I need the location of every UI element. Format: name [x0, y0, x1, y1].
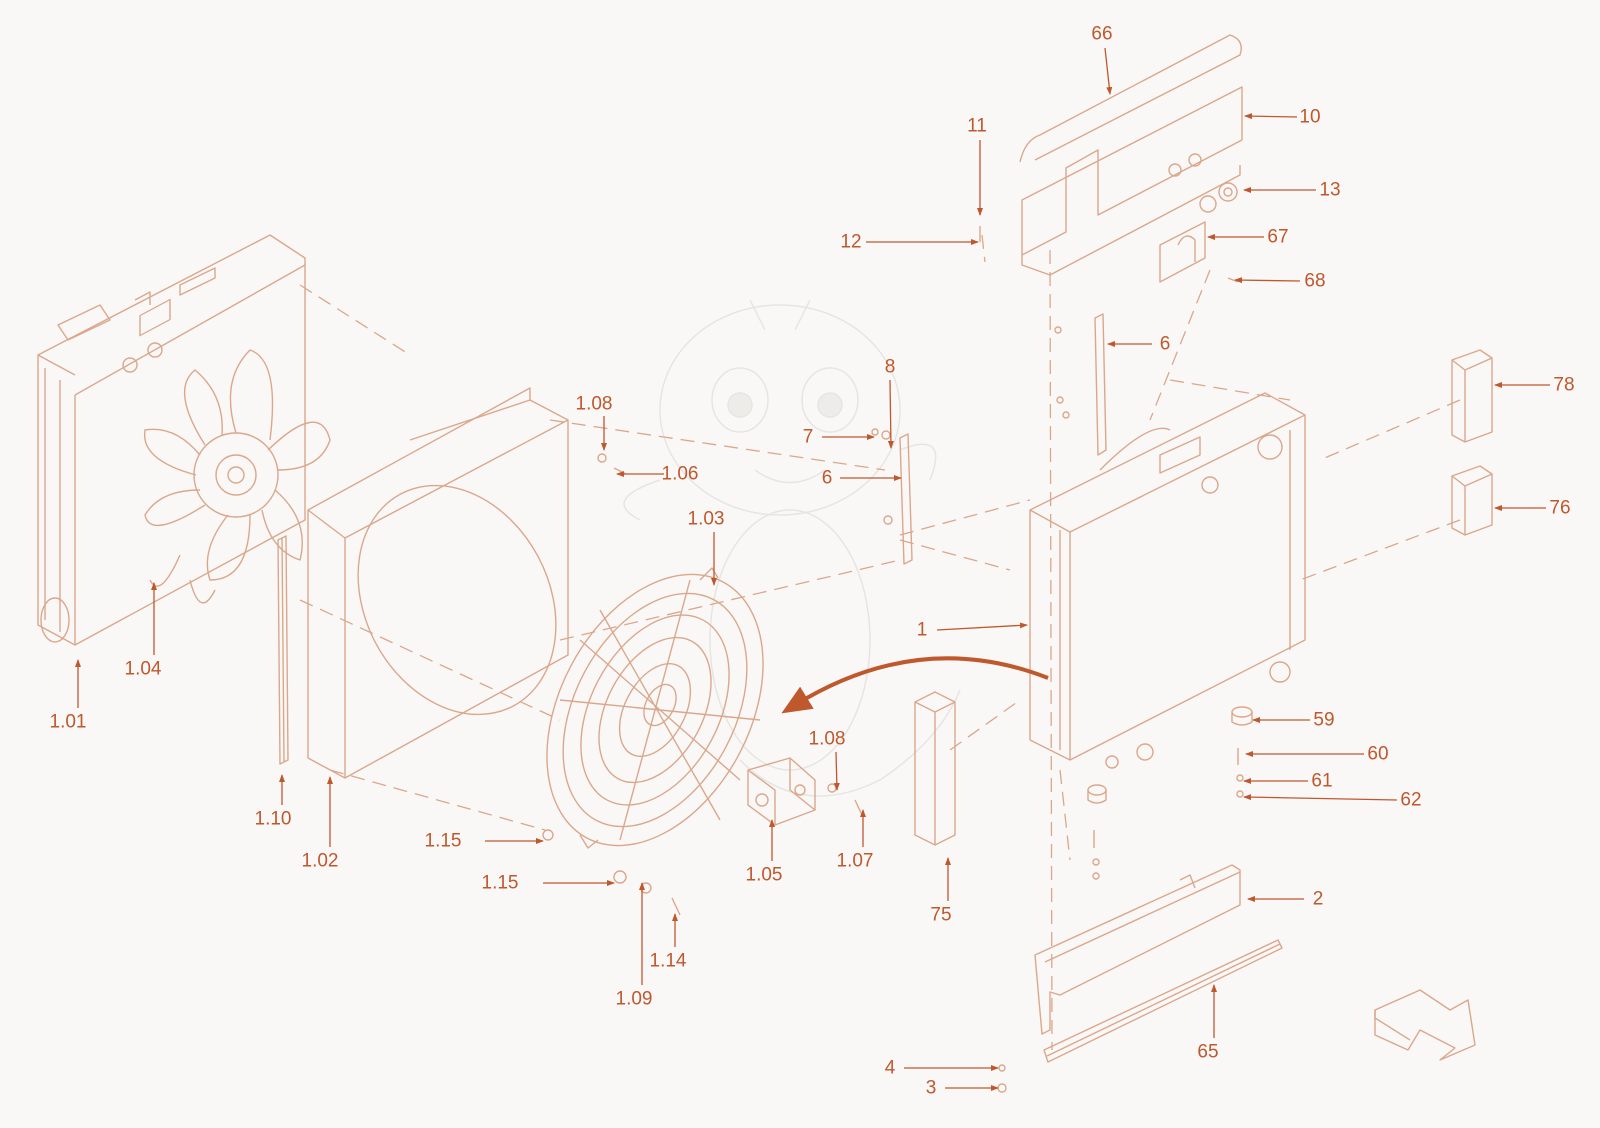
callout-1-01: 1.01: [49, 711, 87, 733]
callout-1-15-bot: 1.15: [481, 872, 519, 894]
fan-shroud: [307, 387, 569, 779]
fan-blades: [143, 349, 331, 604]
callout-6-lower: 6: [821, 467, 833, 489]
fan-guard: [546, 567, 764, 849]
callout-1-06: 1.06: [661, 463, 699, 485]
dragon-watermark: [623, 299, 961, 797]
part-linework: [37, 34, 1493, 1093]
direction-arrow-icon: [1374, 989, 1476, 1061]
leader-line-1-08b: [833, 751, 840, 791]
callout-3: 3: [925, 1077, 937, 1099]
callout-13: 13: [1319, 179, 1341, 201]
radiator-core-left: [37, 234, 306, 646]
callout-76: 76: [1549, 497, 1571, 519]
seal-strip-1-10: [277, 535, 289, 765]
bracket-strip-6: [899, 313, 1107, 565]
callout-75: 75: [930, 904, 952, 926]
callout-67: 67: [1267, 226, 1289, 248]
callout-61: 61: [1311, 770, 1333, 792]
foam-block-75: [914, 691, 956, 846]
callout-1-04: 1.04: [124, 658, 162, 680]
alignment-lines: [299, 234, 1461, 1051]
leader-line-68: [1234, 277, 1301, 284]
callout-65: 65: [1197, 1041, 1219, 1063]
callout-60: 60: [1367, 743, 1389, 765]
bottom-bracket: [997, 864, 1283, 1093]
leader-line-66: [1104, 47, 1113, 95]
foam-blocks: [1451, 349, 1493, 536]
callout-6-upper: 6: [1159, 333, 1171, 355]
callout-1-10: 1.10: [254, 808, 292, 830]
callout-78: 78: [1553, 374, 1575, 396]
callout-1-08-bot: 1.08: [808, 728, 846, 750]
callout-leaders: [75, 47, 1550, 1091]
leader-line-8: [887, 379, 894, 449]
callout-68: 68: [1304, 270, 1326, 292]
assembly-flow-arrow: [781, 656, 1049, 714]
callout-8: 8: [884, 356, 896, 378]
callout-59: 59: [1313, 709, 1335, 731]
callout-11: 11: [967, 115, 987, 137]
top-panel-assembly: [979, 34, 1243, 283]
leader-line-1: [936, 622, 1028, 631]
leader-line-10: [1244, 113, 1298, 120]
callout-62: 62: [1400, 789, 1422, 811]
callout-1-05: 1.05: [745, 864, 783, 886]
radiator-main-right: [1029, 392, 1306, 769]
callout-1: 1: [916, 619, 928, 641]
mount-hardware: [1087, 706, 1253, 880]
callout-1-07: 1.07: [836, 850, 874, 872]
callout-10: 10: [1299, 106, 1321, 128]
callout-1-09: 1.09: [615, 988, 653, 1010]
leader-line-62: [1243, 794, 1398, 801]
callout-1-15-top: 1.15: [424, 830, 462, 852]
hydraulic-motor: [747, 757, 816, 826]
callout-7: 7: [802, 426, 814, 448]
callout-1-03: 1.03: [687, 508, 725, 530]
callout-1-08-top: 1.08: [575, 393, 613, 415]
callout-1-14: 1.14: [649, 950, 687, 972]
callout-2: 2: [1312, 888, 1324, 910]
callout-1-02: 1.02: [301, 850, 339, 872]
callout-4: 4: [884, 1057, 896, 1079]
callout-12: 12: [840, 231, 862, 253]
callout-66: 66: [1091, 23, 1113, 45]
